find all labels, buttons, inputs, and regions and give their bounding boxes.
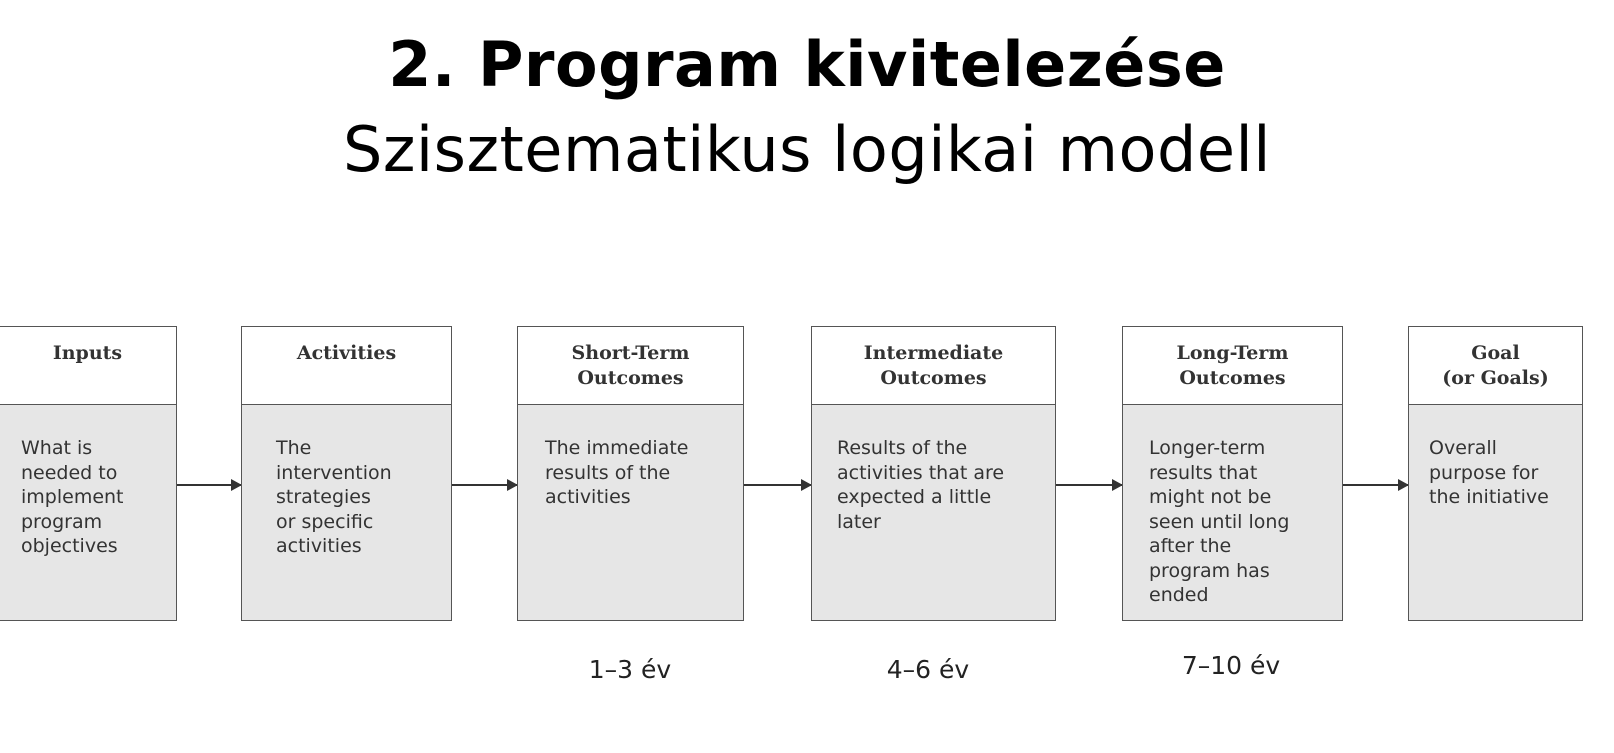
stage-description: What is needed to implement program obje…	[0, 405, 176, 620]
slide-title: 2. Program kivitelezése	[388, 28, 1226, 101]
timeframe-intermediate: 4–6 év	[886, 655, 970, 684]
stage-header-label: Goal (or Goals)	[1442, 342, 1549, 389]
flow-arrow	[177, 479, 242, 491]
flow-arrow	[1343, 479, 1409, 491]
stage-header: Inputs	[0, 327, 176, 405]
flow-arrow	[452, 479, 518, 491]
stage-header-label: Long-Term Outcomes	[1176, 342, 1289, 389]
stage-description: The immediate results of the activities	[518, 405, 743, 620]
stage-header-label: Short-Term Outcomes	[571, 342, 690, 389]
stage-header-label: Activities	[296, 342, 397, 364]
flow-arrow	[1056, 479, 1123, 491]
stage-goal: Goal (or Goals) Overall purpose for the …	[1408, 326, 1583, 621]
slide-subtitle: Szisztematikus logikai modell	[343, 113, 1271, 186]
stage-header-label: Intermediate Outcomes	[863, 342, 1004, 389]
stage-header: Intermediate Outcomes	[812, 327, 1055, 405]
flow-arrow	[744, 479, 812, 491]
stage-intermediate-outcomes: Intermediate Outcomes Results of the act…	[811, 326, 1056, 621]
timeframe-long-term: 7–10 év	[1181, 651, 1281, 680]
stage-inputs: Inputs What is needed to implement progr…	[0, 326, 177, 621]
stage-short-term-outcomes: Short-Term Outcomes The immediate result…	[517, 326, 744, 621]
stage-header: Activities	[242, 327, 451, 405]
stage-header: Goal (or Goals)	[1409, 327, 1582, 405]
stage-description: Longer-term results that might not be se…	[1123, 405, 1342, 620]
stage-long-term-outcomes: Long-Term Outcomes Longer-term results t…	[1122, 326, 1343, 621]
stage-header-label: Inputs	[52, 342, 123, 364]
stage-header: Short-Term Outcomes	[518, 327, 743, 405]
timeframe-short-term: 1–3 év	[588, 655, 672, 684]
stage-description: The intervention strategies or specific …	[242, 405, 451, 620]
stage-activities: Activities The intervention strategies o…	[241, 326, 452, 621]
stage-description: Results of the activities that are expec…	[812, 405, 1055, 620]
stage-description: Overall purpose for the initiative	[1409, 405, 1582, 620]
stage-header: Long-Term Outcomes	[1123, 327, 1342, 405]
